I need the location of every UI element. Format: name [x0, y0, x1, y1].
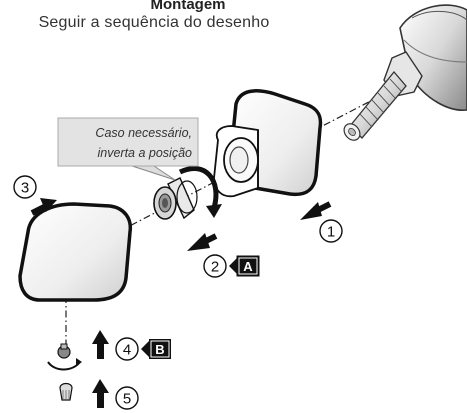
step3-arrow-icon: [30, 198, 57, 216]
escutcheon-sleeve-part: [213, 89, 323, 198]
step2-arrow-icon: [187, 233, 218, 251]
callout-text-line2: inverta a posição: [97, 146, 192, 160]
step3-label: 3: [13, 175, 37, 199]
step2-number: 2: [211, 259, 219, 276]
callout-text-line1: Caso necessário,: [95, 126, 192, 140]
step2-label: 2 A: [203, 254, 260, 278]
valve-body-part: [343, 4, 467, 141]
callout-box: Caso necessário, inverta a posição: [57, 117, 199, 181]
step1-number: 1: [327, 224, 335, 241]
step5-label: 5: [115, 386, 139, 410]
step3-number: 3: [21, 180, 29, 197]
handle-knob-part: [18, 202, 133, 302]
diagram-title: Montagem: [150, 0, 226, 13]
adapter-nut-part: [153, 165, 222, 220]
diagram-subtitle: Seguir a sequência do desenho: [38, 14, 270, 31]
step5-arrow-icon: [92, 379, 109, 408]
step4-label: 4 B: [115, 337, 171, 361]
assembly-axis-line: [65, 77, 416, 350]
screw-part: [47, 343, 82, 371]
step1-arrow-icon: [300, 201, 332, 220]
step4-tag: B: [155, 342, 164, 357]
step5-number: 5: [123, 391, 131, 408]
step1-label: 1: [319, 219, 343, 243]
step4-number: 4: [123, 342, 131, 359]
cover-plug-part: [59, 382, 73, 401]
step4-arrow-icon: [92, 330, 109, 359]
step2-tag: A: [243, 259, 253, 274]
